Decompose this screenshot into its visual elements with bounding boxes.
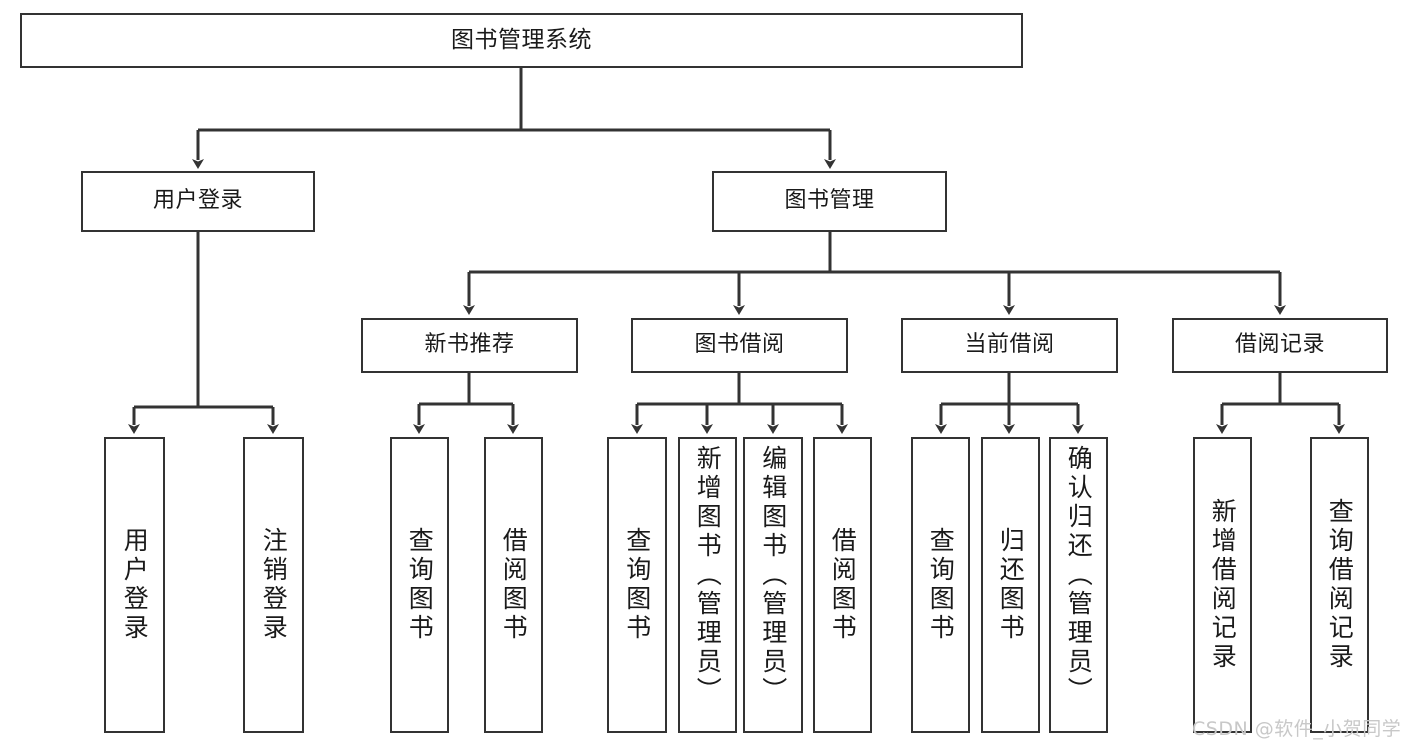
- node-user-login[interactable]: 用户登录: [81, 171, 315, 232]
- node-label: 图书管理系统: [451, 26, 592, 53]
- node-label: 注销登录: [259, 527, 289, 643]
- leaf-user-login-login[interactable]: 用户登录: [104, 437, 165, 733]
- node-label: 当前借阅: [964, 332, 1055, 358]
- leaf-current-confirm-return[interactable]: 确认归还（管理员）: [1049, 437, 1108, 733]
- leaf-user-login-logout[interactable]: 注销登录: [243, 437, 304, 733]
- node-label: 编辑图书（管理员）: [758, 445, 788, 706]
- leaf-borrow-add-book[interactable]: 新增图书（管理员）: [678, 437, 737, 733]
- node-label: 查询图书: [405, 527, 435, 643]
- leaf-record-add-record[interactable]: 新增借阅记录: [1193, 437, 1252, 733]
- leaf-current-query-book[interactable]: 查询图书: [911, 437, 970, 733]
- node-label: 图书管理: [784, 188, 875, 214]
- node-label: 借阅图书: [499, 527, 529, 643]
- node-label: 确认归还（管理员）: [1064, 445, 1094, 706]
- leaf-borrow-query-book[interactable]: 查询图书: [607, 437, 667, 733]
- csdn-watermark: CSDN @软件_小贺同学: [1192, 718, 1402, 740]
- node-label: 查询图书: [622, 527, 652, 643]
- node-label: 用户登录: [152, 188, 243, 214]
- node-label: 查询图书: [926, 527, 956, 643]
- leaf-borrow-borrow-book[interactable]: 借阅图书: [813, 437, 872, 733]
- node-book-borrow[interactable]: 图书借阅: [631, 318, 848, 373]
- node-borrow-record[interactable]: 借阅记录: [1172, 318, 1388, 373]
- node-current-borrow[interactable]: 当前借阅: [901, 318, 1118, 373]
- leaf-record-query-record[interactable]: 查询借阅记录: [1310, 437, 1369, 733]
- node-label: 新增借阅记录: [1208, 498, 1238, 672]
- node-label: 归还图书: [996, 527, 1026, 643]
- node-label: 借阅记录: [1234, 332, 1325, 358]
- leaf-recommend-borrow-book[interactable]: 借阅图书: [484, 437, 543, 733]
- node-label: 查询借阅记录: [1325, 498, 1355, 672]
- node-label: 用户登录: [120, 527, 150, 643]
- leaf-current-return-book[interactable]: 归还图书: [981, 437, 1040, 733]
- node-label: 新增图书（管理员）: [693, 445, 723, 706]
- node-label: 借阅图书: [828, 527, 858, 643]
- leaf-borrow-edit-book[interactable]: 编辑图书（管理员）: [743, 437, 803, 733]
- node-label: 图书借阅: [694, 332, 785, 358]
- node-label: 新书推荐: [424, 332, 515, 358]
- node-book-management[interactable]: 图书管理: [712, 171, 947, 232]
- leaf-recommend-query-book[interactable]: 查询图书: [390, 437, 449, 733]
- node-new-book-recommend[interactable]: 新书推荐: [361, 318, 578, 373]
- node-root-system[interactable]: 图书管理系统: [20, 13, 1023, 68]
